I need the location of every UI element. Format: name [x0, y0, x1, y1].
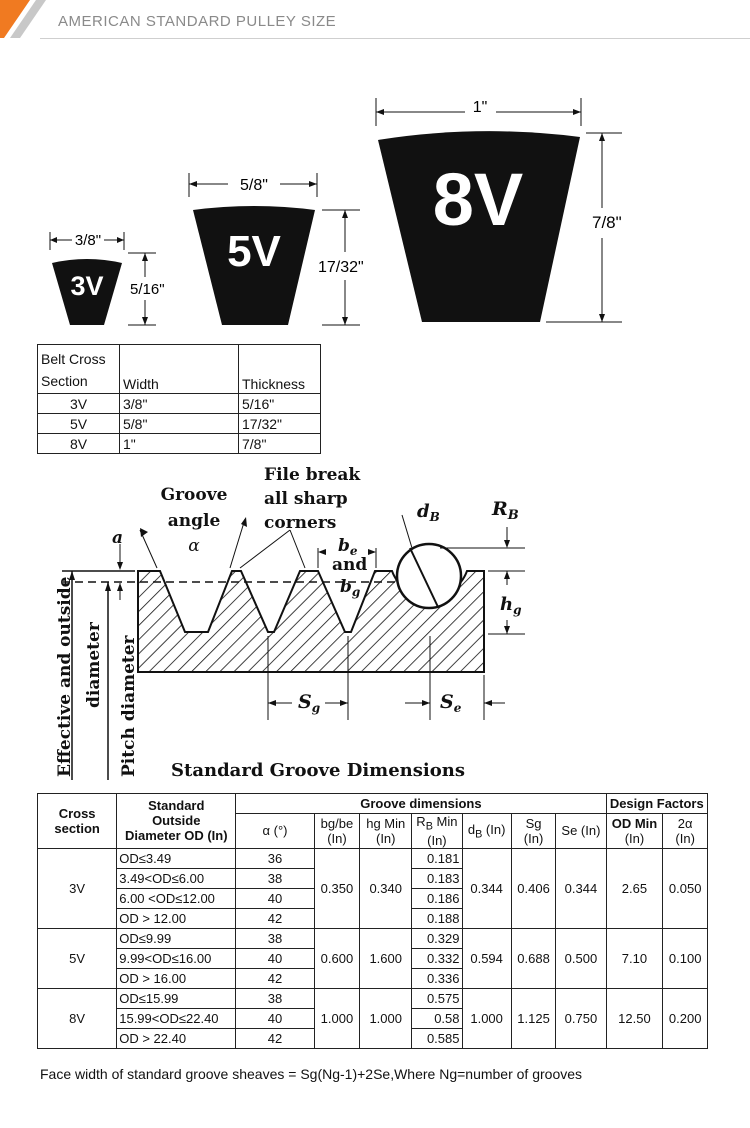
table-row: OD > 16.00 42 0.336 — [38, 967, 708, 989]
table-row: OD > 22.40 42 0.585 — [38, 1027, 708, 1049]
effective-diameter-label: Effective and outside — [55, 576, 75, 777]
sheave-cross-section — [137, 542, 485, 673]
groove-angle-label-1: Groove — [161, 485, 228, 505]
table-row: OD > 12.00 42 0.188 — [38, 907, 708, 929]
table-row: 8V OD≤15.99 38 1.000 1.000 0.575 1.000 1… — [36, 987, 708, 1049]
footer-note: Face width of standard groove sheaves = … — [40, 1066, 583, 1082]
sg-label: Sg — [298, 691, 320, 715]
header-hg: hg Min(In) — [359, 813, 413, 849]
belt-sections-figure: 3V 3/8" 5/16" 5V 5/8" 17/32" — [49, 98, 622, 326]
bg-label: bg — [340, 577, 360, 599]
a-label: a — [112, 528, 123, 548]
header-se: Se (In) — [555, 813, 607, 849]
belt-3v-label: 3V — [70, 271, 103, 301]
file-break-label-1: File break — [264, 465, 361, 485]
header-bg: bg/be(In) — [313, 813, 361, 849]
table-row: 3V OD≤3.49 36 0.350 0.340 0.181 0.344 0.… — [36, 847, 708, 929]
be-label: be — [338, 536, 358, 558]
belt-5v-width: 5/8" — [240, 177, 268, 194]
belt-8v-width: 1" — [473, 99, 488, 116]
effective-diameter-label-2: diameter — [84, 621, 104, 708]
header-2a: 2α(In) — [662, 813, 708, 849]
belt-3v-height: 5/16" — [130, 281, 165, 298]
belt-3v-width: 3/8" — [75, 232, 101, 249]
belt-8v: 8V 1" 7/8" — [375, 98, 622, 323]
alpha-label: α — [188, 536, 200, 556]
header-db: dB (In) — [461, 813, 512, 849]
file-break-label-2: all sharp — [264, 489, 348, 509]
groove-caption: Standard Groove Dimensions — [171, 760, 465, 781]
header-design-factors: Design Factors — [605, 793, 709, 814]
table-row: 3V 3/8" 5/16" — [37, 393, 321, 414]
table-row: 8V 1" 7/8" — [37, 433, 321, 454]
belt-8v-height: 7/8" — [592, 213, 622, 232]
db-label: dB — [417, 501, 440, 524]
belt-5v-height: 17/32" — [318, 259, 364, 276]
header-divider — [40, 38, 750, 39]
header-rb: RB Min(In) — [411, 813, 463, 849]
belt-table-header-width: Width — [119, 344, 239, 394]
se-label: Se — [440, 691, 462, 715]
rb-label: RB — [491, 498, 519, 523]
belt-5v-label: 5V — [227, 227, 281, 276]
belt-8v-label: 8V — [433, 158, 524, 241]
header-alpha: α (°) — [235, 813, 315, 849]
file-break-label-3: corners — [264, 513, 336, 533]
belt-table-header-thickness: Thickness — [238, 344, 321, 394]
belt-5v: 5V 5/8" 17/32" — [188, 173, 364, 326]
table-row: 15.99<OD≤22.40 40 0.58 — [38, 1007, 708, 1029]
header-groove-dimensions: Groove dimensions — [235, 793, 607, 814]
pitch-diameter-label: Pitch diameter — [119, 634, 139, 777]
and-label: and — [332, 555, 367, 575]
hg-label: hg — [500, 594, 521, 617]
table-row: 9.99<OD≤16.00 40 0.332 — [38, 947, 708, 969]
header-od-min: OD Min(In) — [605, 813, 664, 849]
table-row: 5V OD≤9.99 38 0.600 1.600 0.329 0.594 0.… — [36, 927, 708, 989]
header-sg: Sg(In) — [510, 813, 557, 849]
page-header: AMERICAN STANDARD PULLEY SIZE — [0, 0, 750, 42]
groove-diagram: Groove angle α File break all sharp corn… — [55, 465, 525, 781]
page-title: AMERICAN STANDARD PULLEY SIZE — [58, 13, 337, 30]
belt-3v: 3V 3/8" 5/16" — [49, 232, 165, 326]
header-stripe-icon — [0, 0, 46, 38]
groove-angle-label-2: angle — [168, 511, 221, 531]
